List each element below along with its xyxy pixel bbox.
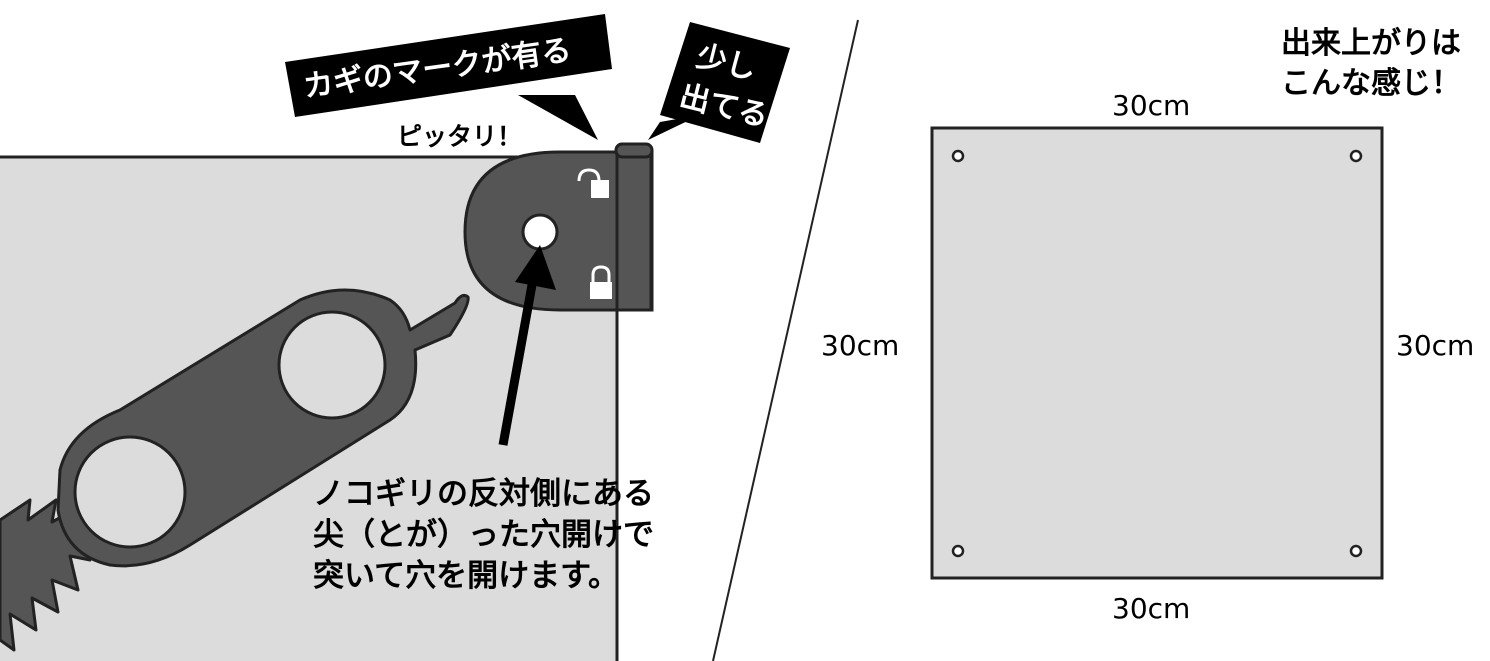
panel-divider — [712, 19, 859, 661]
lock-icon — [590, 265, 612, 299]
hinge-pin — [615, 150, 653, 312]
dimension-top: 30cm — [1112, 89, 1190, 122]
instruction-line-3: 突いて穴を開けます。 — [313, 558, 619, 594]
saw-handle-hole-large — [277, 310, 387, 420]
hinge-hole — [521, 213, 559, 251]
dimension-right: 30cm — [1396, 329, 1474, 362]
dimension-left: 30cm — [821, 329, 899, 362]
callout-key-mark — [285, 14, 612, 140]
dimension-bottom: 30cm — [1112, 592, 1190, 625]
hinge-pin-cap — [614, 142, 654, 159]
finished-sheet — [930, 126, 1384, 580]
corner-hole-top-left — [951, 149, 965, 163]
instruction-line-2: 尖（とが）った穴開けで — [313, 517, 654, 553]
fit-label: ピッタリ！ — [397, 122, 522, 151]
result-caption-line-2: こんな感じ！ — [1281, 66, 1461, 101]
corner-hole-bottom-left — [951, 544, 965, 558]
pointer-arrow — [498, 245, 556, 446]
result-caption-line-1: 出来上がりは — [1281, 26, 1461, 61]
corner-hole-top-right — [1349, 149, 1363, 163]
corner-hole-bottom-right — [1349, 544, 1363, 558]
unlock-icon — [577, 168, 609, 198]
saw-handle-hole-small — [73, 435, 187, 549]
callout-peek — [648, 22, 790, 143]
instruction-line-1: ノコギリの反対側にある — [313, 476, 654, 512]
